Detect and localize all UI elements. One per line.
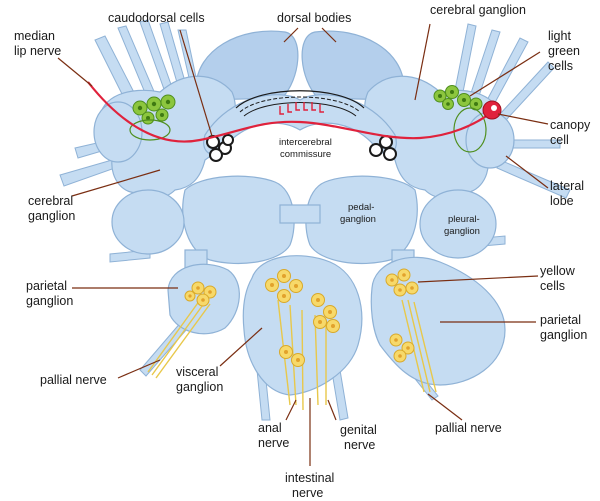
label-canopy-cell-2: cell (550, 133, 569, 147)
label-canopy-cell-1: canopy (550, 118, 591, 132)
label-light-green-cells-2: green (548, 44, 580, 58)
label-pedal-ganglion-1: pedal- (348, 202, 374, 213)
label-visceral-ganglion-2: ganglion (176, 380, 223, 394)
label-anal-nerve-2: nerve (258, 436, 289, 450)
label-dorsal-bodies: dorsal bodies (277, 11, 351, 25)
label-cerebral-ganglion-left-1: cerebral (28, 194, 73, 208)
label-lateral-lobe-1: lateral (550, 179, 584, 193)
pedal-commissure (280, 205, 320, 223)
label-anal-nerve-1: anal (258, 421, 282, 435)
label-pallial-nerve-left: pallial nerve (40, 373, 107, 387)
label-parietal-ganglion-left-1: parietal (26, 279, 67, 293)
label-caudodorsal-cells: caudodorsal cells (108, 11, 205, 25)
label-cerebral-ganglion-left-2: ganglion (28, 209, 75, 223)
label-genital-nerve-2: nerve (344, 438, 375, 452)
label-pedal-ganglion-2: ganglion (340, 214, 376, 225)
label-parietal-ganglion-right-2: ganglion (540, 328, 587, 342)
label-parietal-ganglion-right-1: parietal (540, 313, 581, 327)
label-light-green-cells-3: cells (548, 59, 573, 73)
label-yellow-cells-2: cells (540, 279, 565, 293)
label-pallial-nerve-right: pallial nerve (435, 421, 502, 435)
lateral-lobe-right (466, 112, 514, 168)
label-lateral-lobe-2: lobe (550, 194, 574, 208)
label-yellow-cells-1: yellow (540, 264, 576, 278)
label-pleural-ganglion-1: pleural- (448, 214, 480, 225)
label-median-lip-nerve-1: median (14, 29, 55, 43)
label-parietal-ganglion-left-2: ganglion (26, 294, 73, 308)
canopy-cell-shape (483, 101, 501, 119)
label-intercerebral-2: commissure (280, 149, 331, 160)
label-visceral-ganglion-1: visceral (176, 365, 218, 379)
pleural-ganglion-left (112, 190, 184, 254)
label-intestinal-nerve-2: nerve (292, 486, 323, 500)
label-median-lip-nerve-2: lip nerve (14, 44, 61, 58)
label-light-green-cells-1: light (548, 29, 571, 43)
label-pleural-ganglion-2: ganglion (444, 226, 480, 237)
label-genital-nerve-1: genital (340, 423, 377, 437)
label-intestinal-nerve-1: intestinal (285, 471, 334, 485)
label-intercerebral-1: intercerebral (279, 137, 332, 148)
label-cerebral-ganglion-top: cerebral ganglion (430, 3, 526, 17)
